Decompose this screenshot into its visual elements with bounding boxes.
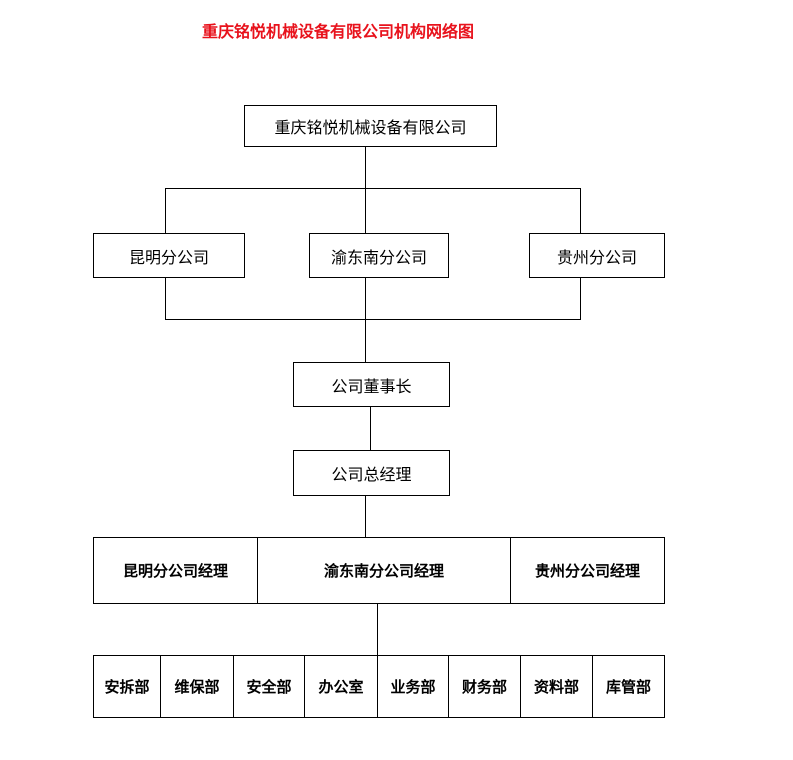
branch-managers-row: 昆明分公司经理 渝东南分公司经理 贵州分公司经理 — [93, 537, 665, 604]
connector — [165, 188, 166, 233]
connector — [365, 147, 366, 189]
connector — [365, 278, 366, 362]
node-dept-bangongshi: 办公室 — [305, 656, 378, 717]
connector — [370, 407, 371, 450]
node-dept-weibao: 维保部 — [161, 656, 234, 717]
connector — [165, 188, 581, 189]
connector — [580, 188, 581, 233]
node-dept-kuguan: 库管部 — [605, 678, 651, 696]
node-dept-yewu: 业务部 — [378, 656, 449, 717]
connector — [365, 188, 366, 233]
node-manager-yudongnan: 渝东南分公司经理 — [258, 538, 511, 603]
node-manager-kunming: 昆明分公司经理 — [94, 538, 258, 603]
node-general-manager: 公司总经理 — [293, 450, 450, 496]
connector — [165, 278, 166, 320]
departments-row: 安拆部 维保部 安全部 办公室 业务部 财务部 资料部 库管部 — [93, 655, 665, 718]
node-root-company: 重庆铭悦机械设备有限公司 — [244, 105, 497, 147]
node-chairman: 公司董事长 — [293, 362, 450, 407]
node-dept-caiwu: 财务部 — [449, 656, 521, 717]
node-dept-anchai: 安拆部 — [94, 656, 161, 717]
diagram-title: 重庆铭悦机械设备有限公司机构网络图 — [202, 22, 475, 41]
connector — [580, 278, 581, 320]
node-branch-guizhou: 贵州分公司 — [529, 233, 665, 278]
node-manager-guizhou: 贵州分公司经理 — [534, 562, 640, 580]
connector — [365, 496, 366, 538]
node-branch-kunming: 昆明分公司 — [93, 233, 245, 278]
node-dept-ziliao: 资料部 — [521, 656, 593, 717]
connector — [377, 604, 378, 656]
node-dept-anquan: 安全部 — [234, 656, 305, 717]
connector — [165, 319, 581, 320]
node-branch-yudongnan: 渝东南分公司 — [309, 233, 449, 278]
